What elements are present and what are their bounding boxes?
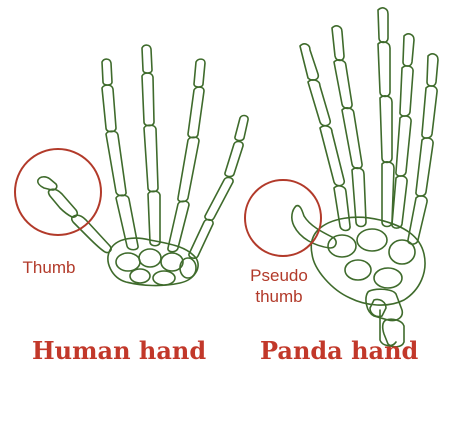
human-middle-finger-bones — [142, 45, 160, 246]
human-thumb-label: Thumb — [14, 257, 84, 278]
panda-pseudo-thumb-highlight-circle — [245, 180, 321, 256]
panda-digit-1-bones — [300, 44, 350, 231]
panda-hand-caption: Panda hand — [260, 336, 418, 365]
panda-digit-2-bones — [332, 26, 366, 227]
panda-digit-4-bones — [392, 34, 414, 228]
panda-pseudo-thumb-label: Pseudo thumb — [240, 265, 318, 307]
panda-pseudo-thumb-label-line1: Pseudo — [240, 265, 318, 286]
human-thumb-highlight-circle — [15, 149, 101, 235]
human-index-finger-bones — [102, 59, 138, 250]
panda-pseudo-thumb-label-line2: thumb — [240, 286, 318, 307]
panda-digit-3-bones — [378, 8, 394, 227]
human-hand-skeleton — [38, 45, 248, 285]
human-ring-finger-bones — [168, 59, 205, 252]
human-hand-caption: Human hand — [32, 336, 206, 365]
